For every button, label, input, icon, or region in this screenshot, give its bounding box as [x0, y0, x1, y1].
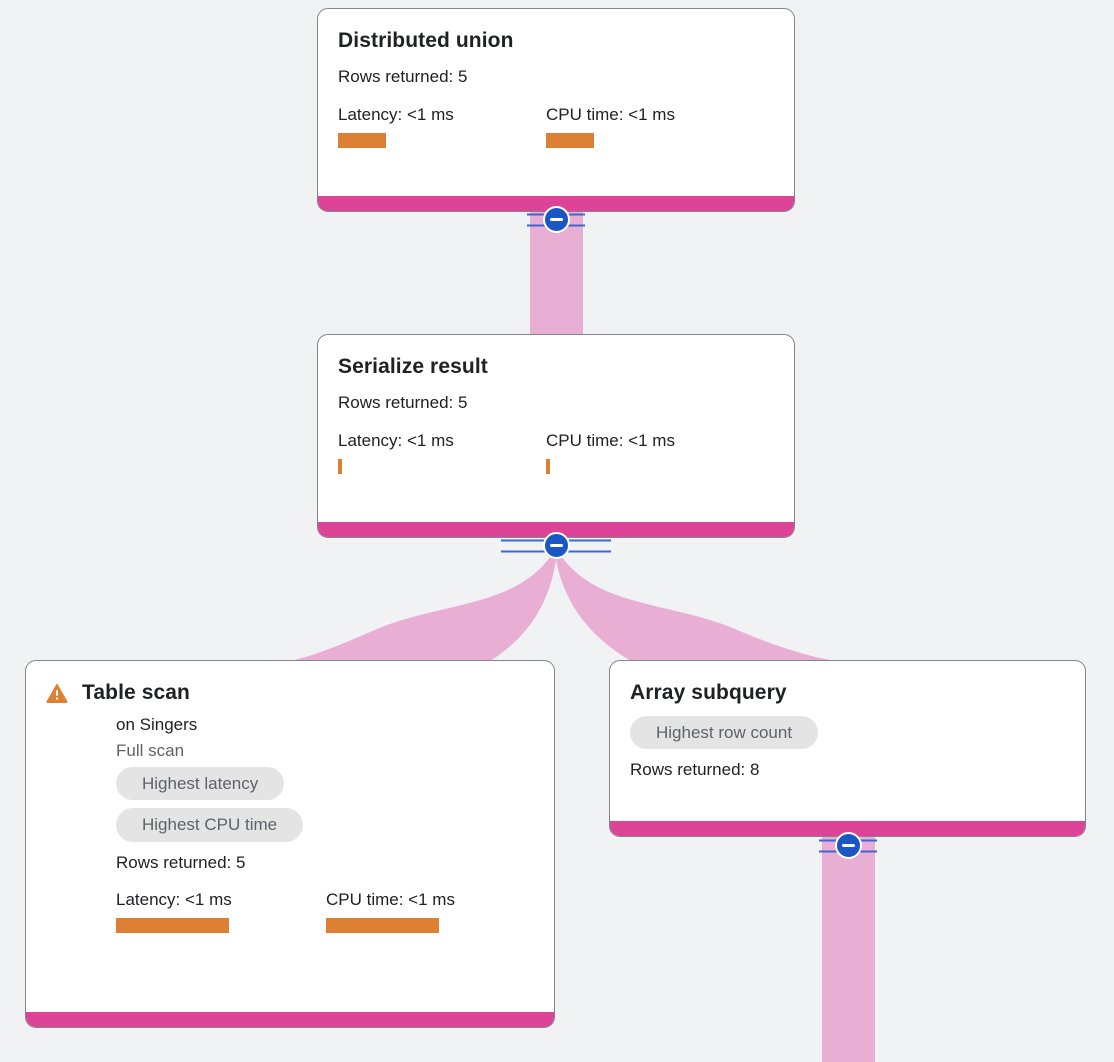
cpu-time-bar — [326, 918, 439, 934]
toggle-array-subquery[interactable] — [819, 832, 877, 859]
node-title-row: Distributed union — [338, 29, 514, 53]
rows-returned: Rows returned: 5 — [338, 393, 468, 413]
node-table-scan[interactable]: Table scan on Singers Full scan Highest … — [25, 660, 555, 1028]
latency-metric: Latency: <1 ms — [338, 430, 546, 474]
node-body: Array subquery Highest row count Rows re… — [610, 661, 1085, 821]
latency-bar — [338, 132, 386, 148]
cpu-time-label: CPU time: <1 ms — [546, 430, 675, 450]
cpu-time-label: CPU time: <1 ms — [326, 890, 455, 910]
node-footer-bar — [610, 821, 1085, 836]
badge-highest-row-count: Highest row count — [630, 716, 819, 750]
cpu-metric: CPU time: <1 ms — [326, 889, 455, 934]
rows-returned: Rows returned: 8 — [630, 760, 760, 780]
minus-circle-icon[interactable] — [542, 206, 570, 233]
rows-returned: Rows returned: 5 — [338, 67, 468, 87]
node-distributed-union[interactable]: Distributed union Rows returned: 5 Laten… — [317, 8, 795, 212]
node-metrics: Latency: <1 ms CPU time: <1 ms — [338, 104, 774, 148]
node-body: Distributed union Rows returned: 5 Laten… — [318, 9, 794, 196]
node-title-row: Array subquery — [630, 681, 787, 705]
minus-circle-icon[interactable] — [542, 532, 570, 559]
latency-bar — [338, 458, 342, 474]
badge-highest-latency: Highest latency — [116, 767, 285, 801]
latency-bar — [116, 918, 229, 934]
node-title-row: Serialize result — [338, 355, 488, 379]
node-metrics: Latency: <1 ms CPU time: <1 ms — [338, 430, 774, 474]
latency-label: Latency: <1 ms — [116, 890, 232, 910]
minus-circle-icon[interactable] — [834, 832, 862, 859]
node-title: Distributed union — [338, 29, 514, 52]
node-array-subquery[interactable]: Array subquery Highest row count Rows re… — [609, 660, 1086, 837]
node-body: Serialize result Rows returned: 5 Latenc… — [318, 335, 794, 522]
node-footer-bar — [26, 1012, 554, 1027]
warning-triangle-icon — [46, 683, 68, 704]
node-title-row: Table scan — [46, 681, 190, 705]
latency-label: Latency: <1 ms — [338, 104, 454, 124]
node-title: Serialize result — [338, 355, 488, 378]
cpu-time-bar — [546, 132, 594, 148]
toggle-serialize-result[interactable] — [501, 532, 611, 559]
edge-array-subquery-to-child — [822, 836, 875, 1062]
badge-highest-cpu-time: Highest CPU time — [116, 808, 304, 842]
node-metrics: Latency: <1 ms CPU time: <1 ms — [116, 889, 554, 934]
node-title: Table scan — [82, 681, 190, 704]
toggle-distributed-union[interactable] — [527, 206, 585, 233]
node-serialize-result[interactable]: Serialize result Rows returned: 5 Latenc… — [317, 334, 795, 538]
rows-returned: Rows returned: 5 — [116, 852, 246, 872]
cpu-metric: CPU time: <1 ms — [546, 430, 675, 474]
table-name: on Singers — [116, 715, 198, 735]
latency-metric: Latency: <1 ms — [116, 889, 326, 934]
node-title: Array subquery — [630, 681, 787, 704]
node-body: Table scan on Singers Full scan Highest … — [26, 661, 554, 1012]
cpu-time-bar — [546, 458, 550, 474]
scan-type: Full scan — [116, 740, 185, 760]
cpu-metric: CPU time: <1 ms — [546, 104, 675, 148]
latency-metric: Latency: <1 ms — [338, 104, 546, 148]
latency-label: Latency: <1 ms — [338, 430, 454, 450]
node-footer-bar — [318, 522, 794, 537]
cpu-time-label: CPU time: <1 ms — [546, 104, 675, 124]
node-footer-bar — [318, 196, 794, 211]
